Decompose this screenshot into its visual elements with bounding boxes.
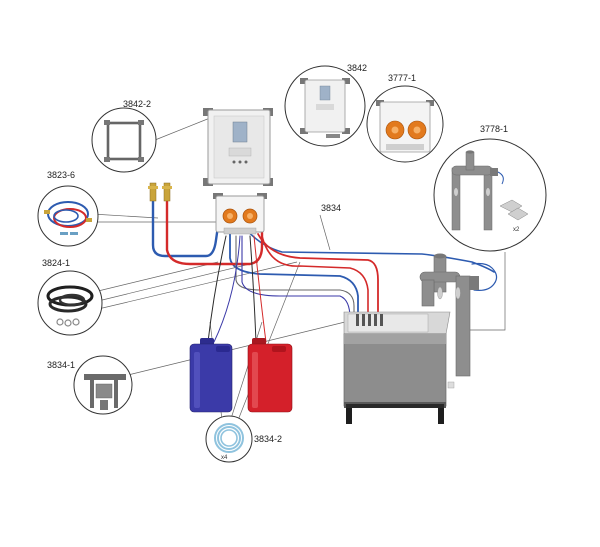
label-3842-2: 3842-2	[123, 99, 151, 109]
callout-3842	[284, 65, 366, 147]
callout-3834-1	[73, 355, 133, 415]
callout-3834-2	[205, 415, 253, 463]
qty-tubing: x4	[221, 455, 228, 461]
label-3823-6: 3823-6	[47, 170, 75, 180]
callout-3777-1	[366, 85, 444, 163]
part-labels: 3842 3777-1 3842-2 3823-6 3834 3778-1 38…	[42, 63, 520, 461]
water-connectors	[148, 182, 172, 202]
callout-3823-6	[37, 185, 99, 247]
label-3834: 3834	[321, 203, 341, 213]
canister-red	[247, 338, 293, 413]
qty-bracket: x2	[513, 227, 520, 233]
label-3824-1: 3824-1	[42, 258, 70, 268]
control-cabinet	[203, 108, 273, 186]
main-tank	[343, 253, 479, 424]
callout-3842-2	[91, 107, 157, 173]
label-3834-2: 3834-2	[254, 434, 282, 444]
callout-3824-1	[37, 270, 103, 336]
label-3777-1: 3777-1	[388, 73, 416, 83]
label-3834-1: 3834-1	[47, 360, 75, 370]
dosing-pump-unit	[213, 193, 267, 235]
tubing	[151, 198, 498, 343]
callout-3778-1	[433, 138, 547, 252]
label-3842: 3842	[347, 63, 367, 73]
canister-blue	[189, 338, 233, 413]
label-3778-1: 3778-1	[480, 124, 508, 134]
